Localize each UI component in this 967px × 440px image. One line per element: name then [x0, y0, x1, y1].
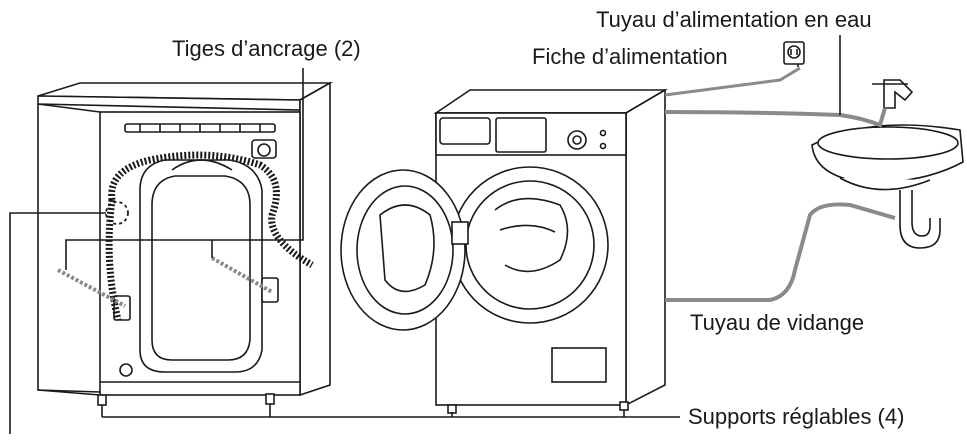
hoses — [664, 66, 896, 302]
power-outlet-icon — [783, 41, 805, 65]
rear-drain-hose — [108, 151, 314, 269]
sink — [811, 79, 964, 249]
hose-connector-highlight — [105, 201, 129, 225]
inlet-hose — [664, 107, 887, 128]
leader-lines — [9, 35, 841, 434]
rear-view-washer — [37, 81, 334, 406]
anchor-rods — [57, 256, 273, 308]
water-inlet-hose-label: Tuyau d’alimentation en eau — [596, 7, 872, 32]
anchor-rods-label: Tiges d’ancrage (2) — [172, 36, 361, 61]
power-cord — [664, 66, 801, 97]
power-plug-label: Fiche d’alimentation — [532, 44, 728, 69]
drain-hose-label: Tuyau de vidange — [690, 310, 864, 335]
drain-hose-line — [665, 202, 896, 302]
adjustable-feet-label: Supports réglables (4) — [688, 404, 904, 429]
open-door — [340, 169, 469, 331]
front-view-washer — [433, 88, 668, 414]
